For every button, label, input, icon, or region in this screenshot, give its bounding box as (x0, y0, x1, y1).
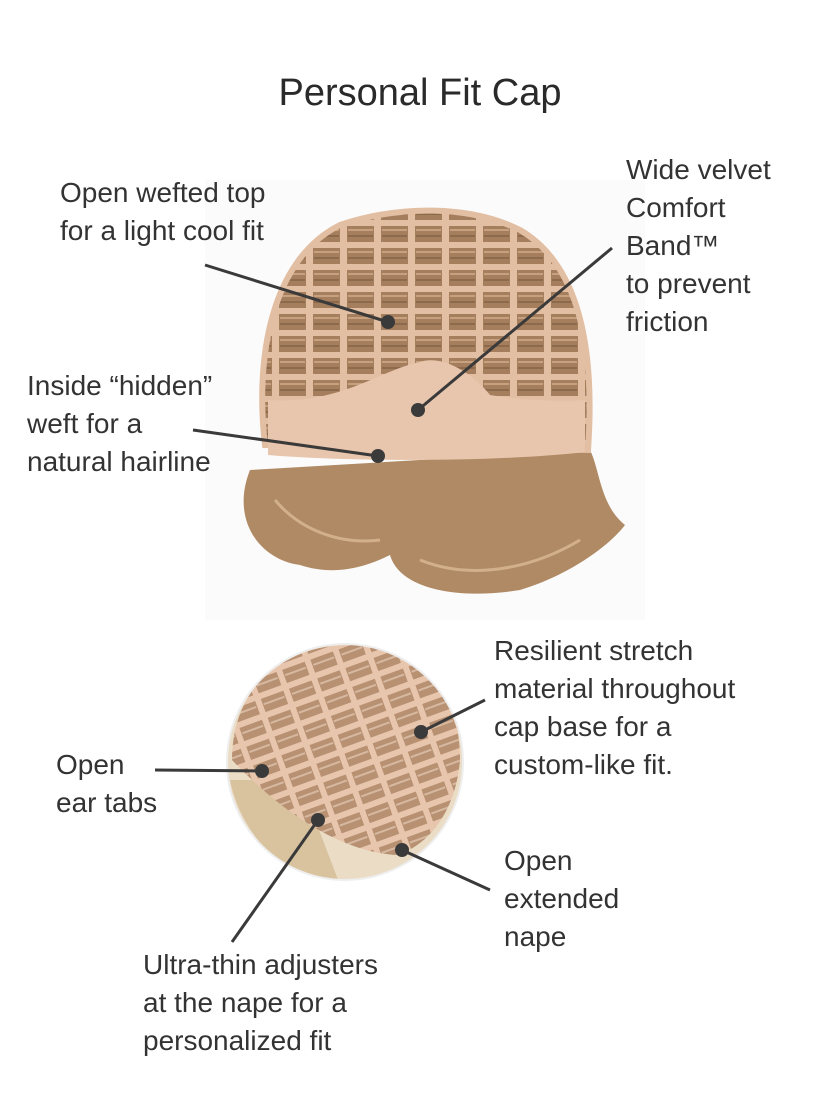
callout-line: weft for a (27, 408, 143, 439)
callout-line: Open (504, 845, 573, 876)
callout-ear-tabs: Open ear tabs (56, 746, 157, 822)
callout-lines (154, 246, 613, 943)
callout-line: custom-like fit. (494, 749, 673, 780)
callout-line: Ultra-thin adjusters (143, 949, 378, 980)
callout-line: natural hairline (27, 446, 211, 477)
callout-line: Inside “hidden” (27, 370, 213, 401)
page-title: Personal Fit Cap (278, 72, 562, 114)
callout-line: Resilient stretch (494, 635, 694, 666)
callout-line: for a light cool fit (60, 215, 264, 246)
callout-line: nape (504, 921, 567, 952)
bottom-wig-image (227, 644, 463, 880)
callout-open-top: Open wefted top for a light cool fit (60, 174, 265, 250)
callout-extended-nape: Open extended nape (504, 842, 619, 956)
callout-line: Band™ (626, 230, 720, 261)
callout-line: personalized fit (143, 1025, 332, 1056)
callout-line: cap base for a (494, 711, 672, 742)
callout-stretch-material: Resilient stretch material throughout ca… (494, 632, 735, 784)
callout-line: material throughout (494, 673, 736, 704)
callout-line: Comfort (626, 192, 726, 223)
callout-line: Open wefted top (60, 177, 266, 208)
callout-line: at the nape for a (143, 987, 347, 1018)
callout-line: extended (504, 883, 620, 914)
callout-line: Open (56, 749, 125, 780)
callout-line: Wide velvet (626, 154, 771, 185)
callout-line: to prevent (626, 268, 751, 299)
callout-comfort-band: Wide velvet Comfort Band™ to prevent fri… (626, 151, 771, 341)
top-wig-image (205, 180, 645, 620)
callout-line: ear tabs (56, 787, 158, 818)
callout-line: friction (626, 306, 709, 337)
callout-hidden-weft: Inside “hidden” weft for a natural hairl… (27, 367, 212, 481)
callout-adjusters: Ultra-thin adjusters at the nape for a p… (143, 946, 378, 1060)
